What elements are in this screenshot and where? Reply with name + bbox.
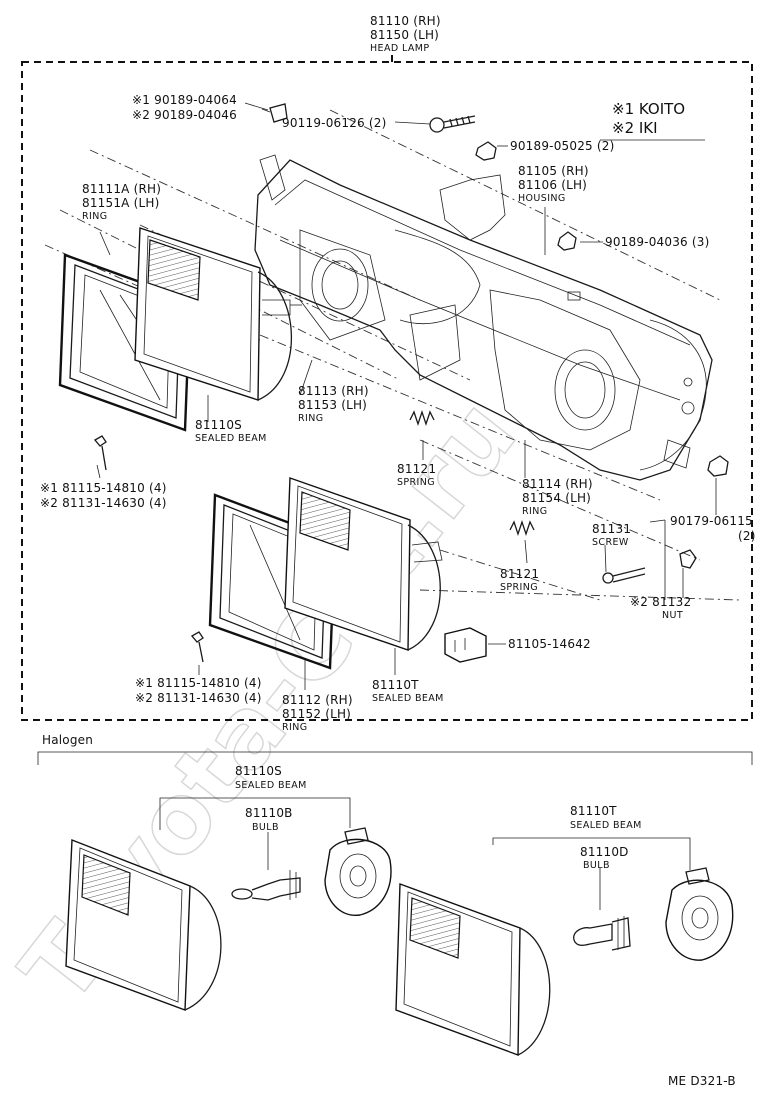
- svg-text:※1 KOITO: ※1 KOITO: [612, 100, 685, 118]
- ring-a-pn1-label: 81111A (RH): [82, 182, 161, 196]
- halogen-sealed-beam-s-drawing: [65, 838, 222, 1011]
- socket-pn-label: 81105-14642: [508, 637, 591, 651]
- ring-inner1-pn2-label: 81153 (LH): [298, 398, 367, 412]
- nut-side-label: 90189-04036 (3): [605, 235, 710, 249]
- clip-k2-label: ※2 90189-04046: [132, 108, 237, 122]
- halogen-sealed-beam-t-drawing: [395, 883, 551, 1056]
- svg-text:81110 (RH): 81110 (RH): [370, 14, 441, 28]
- halogen-t-pn-label: 81110T: [570, 804, 617, 818]
- ring-inner2-name-label: RING: [522, 506, 547, 517]
- housing-pn2-label: 81106 (LH): [518, 178, 587, 192]
- halogen-s-pn-label: 81110S: [235, 764, 282, 778]
- ring-inner1-pn1-label: 81113 (RH): [298, 384, 369, 398]
- hardware-drawings: [94, 103, 729, 663]
- svg-text:※2 IKI: ※2 IKI: [612, 119, 658, 137]
- halogen-boundary: [37, 751, 753, 765]
- ring-inner2-pn2-label: 81154 (LH): [522, 491, 591, 505]
- svg-text:HEAD LAMP: HEAD LAMP: [370, 43, 430, 54]
- halogen-t-name-label: SEALED BEAM: [570, 820, 642, 831]
- sealed-t-name-label: SEALED BEAM: [372, 693, 444, 704]
- svg-text:81150 (LH): 81150 (LH): [370, 28, 439, 42]
- screw-upper-k1-label: ※1 81115-14810 (4): [40, 481, 167, 495]
- screw-lower-k1-label: ※1 81115-14810 (4): [135, 676, 262, 690]
- sealed-s-pn-label: 81110S: [195, 418, 242, 432]
- diagram-code: ME D321-B: [668, 1074, 736, 1088]
- spring-lower-name-label: SPRING: [500, 582, 538, 593]
- ring-lower-pn1-label: 81112 (RH): [282, 693, 353, 707]
- sealed-beam-81110s-drawing: [134, 227, 302, 401]
- halogen-bulb-d-drawing: [573, 916, 631, 951]
- screw-lower-k2-label: ※2 81131-14630 (4): [135, 691, 262, 705]
- nut-top-label: 90189-05025 (2): [510, 139, 615, 153]
- leader-lines: [96, 102, 717, 690]
- spring-lower-pn-label: 81121: [500, 567, 539, 581]
- ring-a-pn2-label: 81151A (LH): [82, 196, 159, 210]
- nut-name-label: NUT: [662, 610, 683, 621]
- ring-lower-pn2-label: 81152 (LH): [282, 707, 351, 721]
- housing-name-label: HOUSING: [518, 193, 566, 204]
- sealed-t-pn-label: 81110T: [372, 678, 419, 692]
- halogen-s-name-label: SEALED BEAM: [235, 780, 307, 791]
- nut-right-pn-label: 90179-06115: [670, 514, 753, 528]
- bolt-top-label: 90119-06126 (2): [282, 116, 387, 130]
- nut-right-qty-label: (2): [738, 529, 756, 543]
- spring-upper-pn-label: 81121: [397, 462, 436, 476]
- halogen-bulb-b-name-label: BULB: [252, 822, 279, 833]
- clip-k1-label: ※1 90189-04064: [132, 93, 237, 107]
- halogen-socket-left-drawing: [324, 827, 392, 916]
- halogen-socket-right-drawing: [665, 867, 734, 961]
- halogen-bulb-b-pn-label: 81110B: [245, 806, 293, 820]
- ring-a-name-label: RING: [82, 211, 107, 222]
- ring-lower-name-label: RING: [282, 722, 307, 733]
- halogen-bulb-d-pn-label: 81110D: [580, 845, 629, 859]
- head-lamp-label: 81110 (RH) 81150 (LH) HEAD LAMP: [370, 14, 441, 54]
- halogen-brackets: [159, 797, 691, 910]
- screw-pn-label: 81131: [592, 522, 631, 536]
- sealed-s-name-label: SEALED BEAM: [195, 433, 267, 444]
- halogen-bulb-b-drawing: [231, 870, 301, 901]
- halogen-title: Halogen: [42, 733, 93, 747]
- sealed-beam-81110t-drawing: [284, 477, 443, 651]
- halogen-bulb-d-name-label: BULB: [583, 860, 610, 871]
- housing-pn1-label: 81105 (RH): [518, 164, 589, 178]
- screw-name-label: SCREW: [592, 537, 629, 548]
- ring-inner2-pn1-label: 81114 (RH): [522, 477, 593, 491]
- maker-legend: ※1 KOITO ※2 IKI: [612, 100, 685, 137]
- screw-upper-k2-label: ※2 81131-14630 (4): [40, 496, 167, 510]
- spring-upper-name-label: SPRING: [397, 477, 435, 488]
- assembly-boundary: [21, 50, 753, 721]
- housing-drawing: [254, 154, 713, 481]
- nut-pn-label: ※2 81132: [630, 595, 691, 609]
- ring-inner1-name-label: RING: [298, 413, 323, 424]
